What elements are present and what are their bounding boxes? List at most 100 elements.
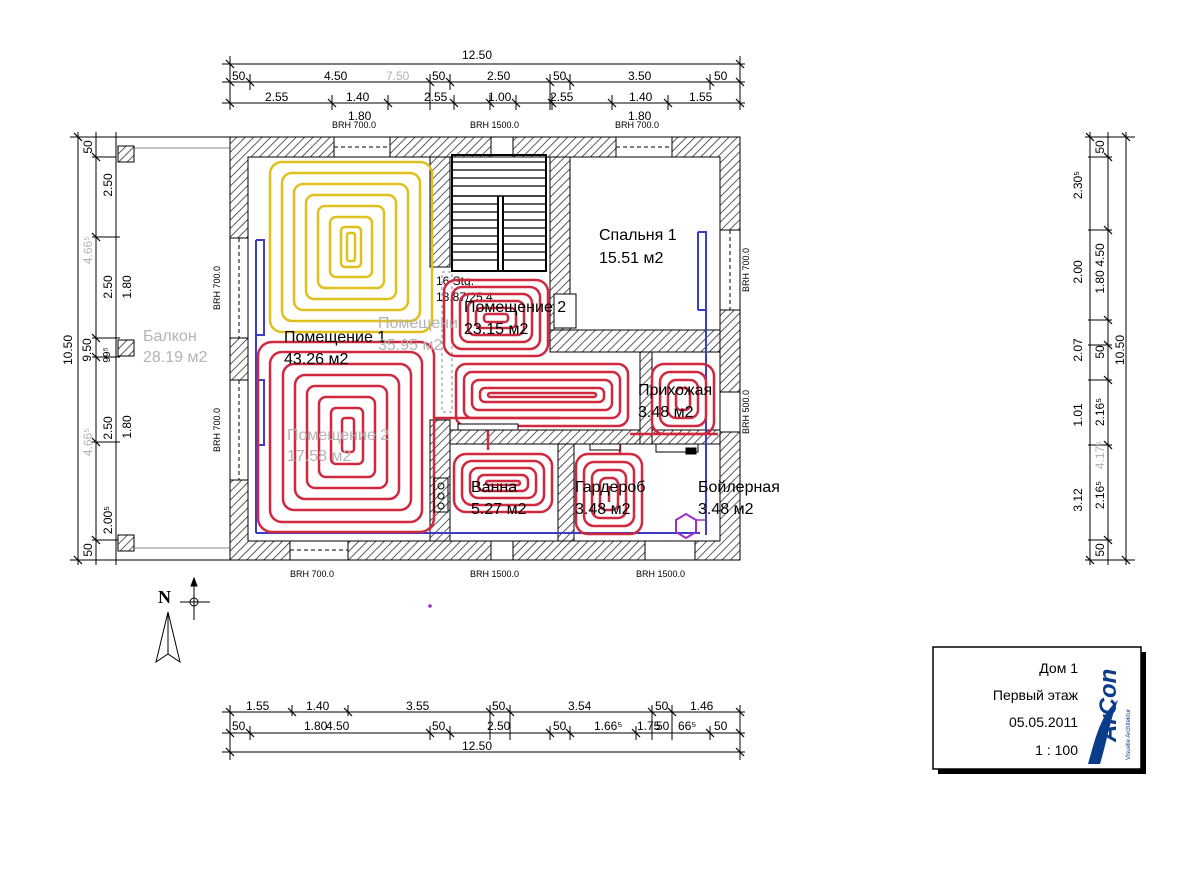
left-dimension-lines — [70, 132, 230, 565]
window-label: BRH 1500.0 — [470, 120, 519, 130]
logo-brand: ArCon — [1095, 669, 1122, 743]
top-dim-label: 1.40 — [629, 90, 653, 104]
window-label: BRH 700.0 — [212, 266, 222, 310]
north-label: N — [158, 587, 171, 607]
left-dim-label: 50 — [81, 140, 95, 154]
title-date: 05.05.2011 — [1009, 714, 1078, 730]
top-dim-label: 3.50 — [628, 69, 652, 83]
bottom-dim-label: 1.40 — [306, 699, 330, 713]
left-dim-label: 4.66⁵ — [81, 428, 95, 456]
right-dim-label: 50 — [1093, 543, 1107, 557]
room2-name: Помещение 2 — [464, 299, 566, 316]
left-dim-label: 50 — [81, 543, 95, 557]
title-project: Дом 1 — [1039, 660, 1078, 676]
top-dim-label: 2.55 — [550, 90, 574, 104]
wardrobe-area: 3.48 м2 — [575, 501, 631, 518]
bottom-dim-label: 50 — [655, 699, 669, 713]
boiler-area: 3.48 м2 — [698, 501, 754, 518]
top-dim-row1: 50 4.50 7.50 50 2.50 50 3.50 50 — [232, 69, 728, 83]
bath-name: Ванна — [471, 479, 517, 496]
heating-loop-room2 — [442, 278, 550, 358]
left-dim-label: 2.50 — [101, 173, 115, 197]
bottom-dim-label: 3.55 — [406, 699, 430, 713]
room1-name: Помещение 1 — [284, 329, 386, 346]
right-dimension-lines — [1085, 132, 1135, 565]
right-dim-label: 4.17⁵ — [1093, 441, 1107, 469]
left-dim-label: 2.00⁵ — [101, 506, 115, 534]
left-dim-mid: 9.50 — [80, 338, 94, 362]
right-dim-label: 1.80 — [1093, 270, 1107, 294]
bottom-dim-row2: 50 1.80 4.50 50 2.50 50 1.66⁵ 1.75 50 66… — [232, 719, 728, 733]
top-dim-label: 50 — [432, 69, 446, 83]
right-dim-label: 3.12 — [1071, 488, 1085, 512]
right-dim-label: 50 — [1093, 140, 1107, 154]
top-dim-total: 12.50 — [462, 48, 492, 62]
bottom-dim-label: 1.46 — [690, 699, 714, 713]
room-labels: Помещение 1 43.26 м2 Помещени 35.95 м2 П… — [284, 227, 780, 518]
bedroom-name: Спальня 1 — [599, 227, 677, 244]
right-dim-label: 2.07 — [1071, 338, 1085, 362]
bottom-dim-label: 50 — [232, 719, 246, 733]
door-swings — [457, 293, 699, 455]
right-dim-total: 10.50 — [1113, 335, 1127, 365]
boiler-symbol — [675, 512, 697, 540]
left-dim-label: 2.50 — [101, 416, 115, 440]
stove — [433, 477, 449, 513]
right-dim-label: 4.50 — [1093, 243, 1107, 267]
top-dim-label: 1.55 — [689, 90, 713, 104]
logo-tagline: Visuelle Architektur — [1126, 709, 1132, 760]
bottom-dim-label: 50 — [492, 699, 506, 713]
window-label: BRH 700.0 — [741, 248, 751, 292]
room-ghost-top-name: Помещени — [378, 315, 458, 332]
heating-loop-wardrobe — [574, 444, 644, 536]
window-label: BRH 700.0 — [212, 408, 222, 452]
heating-loop-bath — [452, 452, 554, 514]
window-label: BRH 700.0 — [290, 569, 334, 579]
balcony-area: 28.19 м2 — [143, 349, 207, 366]
kitchen-area: 3.48 м2 — [638, 404, 694, 421]
heating-loop-room1 — [268, 160, 434, 334]
right-dim-label: 2.00 — [1071, 260, 1085, 284]
left-dim-label: 1.80 — [120, 415, 134, 439]
top-dim-label: 7.50 — [386, 69, 410, 83]
heating-loop-kitchen — [630, 362, 718, 436]
bottom-dim-total: 12.50 — [462, 739, 492, 753]
bottom-dim-label: 1.55 — [246, 699, 270, 713]
reference-point — [428, 604, 432, 608]
bottom-dim-label: 50 — [714, 719, 728, 733]
boiler-name: Бойлерная — [698, 479, 780, 496]
room1-area: 43.26 м2 — [284, 351, 348, 368]
room2-area: 23.15 м2 — [464, 321, 528, 338]
left-dim-label: 1.80 — [120, 275, 134, 299]
left-dim-label: 4.66⁵ — [81, 236, 95, 264]
bottom-dimension-lines — [222, 705, 745, 760]
top-dim-label: 50 — [714, 69, 728, 83]
top-dim-label: 1.00 — [488, 90, 512, 104]
title-floor: Первый этаж — [993, 687, 1079, 703]
kitchen-name: Прихожая — [638, 382, 712, 399]
window-label: BRH 500.0 — [741, 390, 751, 434]
bottom-dim-label: 1.75 — [637, 719, 661, 733]
window-label: BRH 700.0 — [615, 120, 659, 130]
window-label: BRH 1500.0 — [636, 569, 685, 579]
arcon-logo-icon: ArCon Visuelle Architektur — [1088, 669, 1132, 764]
title-block: Дом 1 Первый этаж 05.05.2011 1 : 100 ArC… — [932, 646, 1146, 774]
room-ghost-top-area: 35.95 м2 — [378, 337, 442, 354]
left-dim-label: 2.50 — [101, 275, 115, 299]
right-dim-label: 2.16⁵ — [1093, 398, 1107, 426]
wardrobe-name: Гардероб — [575, 479, 645, 496]
bottom-dim-label: 3.54 — [568, 699, 592, 713]
bottom-dim-label: 1.80 — [304, 719, 328, 733]
right-dim-label: 2.16⁵ — [1093, 481, 1107, 509]
title-scale: 1 : 100 — [1035, 742, 1078, 758]
bottom-dim-row1: 1.55 1.40 3.55 50 3.54 50 1.46 — [246, 699, 714, 713]
walls — [229, 136, 741, 561]
bottom-dim-label: 1.66⁵ — [594, 719, 622, 733]
top-dim-label: 2.55 — [265, 90, 289, 104]
top-dim-row2: 2.55 1.40 2.55 1.00 2.55 1.40 1.55 1.80 … — [265, 90, 713, 123]
top-dim-label: 1.80 — [348, 109, 372, 123]
balcony-posts — [117, 145, 135, 552]
top-dim-label: 4.50 — [324, 69, 348, 83]
room2-ghost-area: 17.58 м2 — [287, 448, 351, 465]
room2-ghost-name: Помещение 2 — [287, 427, 389, 444]
